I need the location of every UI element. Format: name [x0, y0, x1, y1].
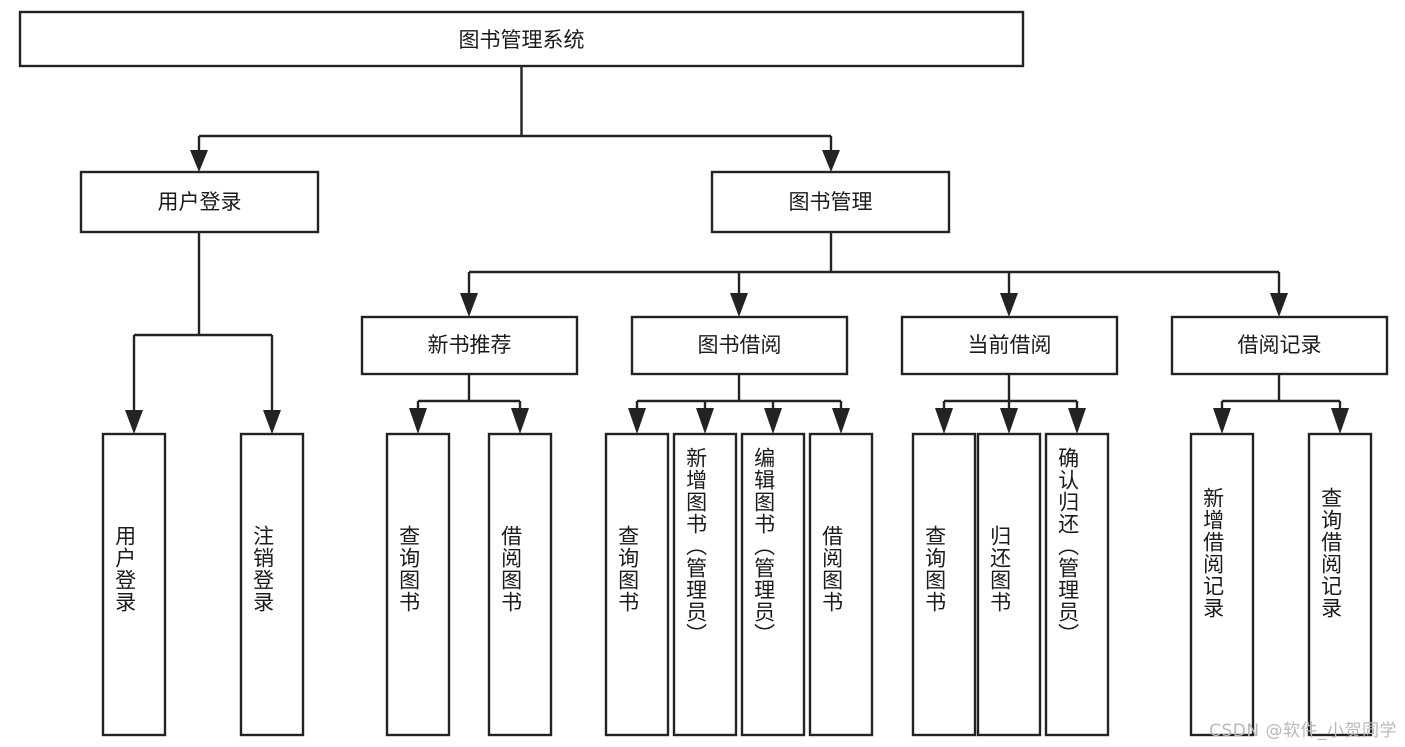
node-leaf-edit-book-box[interactable] — [740, 432, 806, 737]
node-borrow-record-label: 借阅记录 — [1238, 333, 1322, 357]
arrow-head-leaf-query-book-3 — [935, 408, 953, 434]
node-book-borrow[interactable]: 图书借阅 — [630, 315, 849, 376]
node-leaf-query-record-box[interactable] — [1307, 432, 1373, 737]
edges-layer — [125, 66, 1349, 434]
node-current-borrow-box[interactable] — [900, 315, 1119, 376]
arrow-head-user-login — [190, 150, 208, 172]
arrow-head-leaf-borrow-book-1 — [511, 408, 529, 434]
arrow-head-new-book-rec — [460, 293, 478, 317]
node-leaf-borrow-book-2-box[interactable] — [808, 432, 874, 737]
arrow-head-current-borrow — [1000, 293, 1018, 317]
arrow-head-leaf-add-record — [1213, 408, 1231, 434]
node-book-borrow-box[interactable] — [630, 315, 849, 376]
arrow-head-book-manage — [822, 150, 840, 172]
node-new-book-rec-label: 新书推荐 — [428, 333, 512, 357]
node-new-book-rec-box[interactable] — [360, 315, 579, 376]
node-leaf-borrow-book-1-box[interactable] — [487, 432, 553, 737]
node-root-box[interactable] — [18, 10, 1025, 68]
node-book-manage-label: 图书管理 — [789, 190, 873, 214]
arrow-head-leaf-user-login — [125, 410, 143, 434]
arrow-head-leaf-query-record — [1331, 408, 1349, 434]
node-borrow-record[interactable]: 借阅记录 — [1170, 315, 1389, 376]
arrow-head-borrow-record — [1270, 293, 1288, 317]
node-book-borrow-label: 图书借阅 — [698, 333, 782, 357]
node-user-login[interactable]: 用户登录 — [79, 170, 320, 234]
node-leaf-query-book-2-box[interactable] — [604, 432, 670, 737]
arrow-head-leaf-confirm-return — [1068, 408, 1086, 434]
node-user-login-label: 用户登录 — [158, 190, 242, 214]
arrow-head-leaf-user-logout — [263, 410, 281, 434]
node-leaf-return-book-box[interactable] — [976, 432, 1042, 737]
node-leaf-confirm-return-box[interactable] — [1044, 432, 1110, 737]
node-book-manage[interactable]: 图书管理 — [710, 170, 951, 234]
arrow-head-leaf-add-book — [696, 408, 714, 434]
node-leaf-query-book-1-box[interactable] — [385, 432, 451, 737]
arrow-head-leaf-edit-book — [764, 408, 782, 434]
node-root-label: 图书管理系统 — [459, 28, 585, 52]
node-book-manage-box[interactable] — [710, 170, 951, 234]
arrow-head-leaf-query-book-2 — [628, 408, 646, 434]
node-leaf-add-record-box[interactable] — [1189, 432, 1255, 737]
node-leaf-query-book-3-box[interactable] — [911, 432, 977, 737]
arrow-head-leaf-borrow-book-2 — [832, 408, 850, 434]
node-borrow-record-box[interactable] — [1170, 315, 1389, 376]
arrow-head-leaf-query-book-1 — [409, 408, 427, 434]
nodes-layer: 图书管理系统 用户登录 图书管理 新书推荐 图书借阅 — [18, 10, 1389, 737]
csdn-watermark: CSDN @软件_小贺同学 — [1209, 721, 1397, 741]
node-user-login-box[interactable] — [79, 170, 320, 234]
arrow-head-book-borrow — [730, 293, 748, 317]
node-new-book-rec[interactable]: 新书推荐 — [360, 315, 579, 376]
node-current-borrow-label: 当前借阅 — [968, 333, 1052, 357]
node-leaf-add-book-box[interactable] — [672, 432, 738, 737]
node-leaf-user-login-box[interactable] — [101, 432, 167, 737]
node-root[interactable]: 图书管理系统 — [18, 10, 1025, 68]
arrow-head-leaf-return-book — [1000, 408, 1018, 434]
node-leaf-user-logout-box[interactable] — [239, 432, 305, 737]
node-current-borrow[interactable]: 当前借阅 — [900, 315, 1119, 376]
